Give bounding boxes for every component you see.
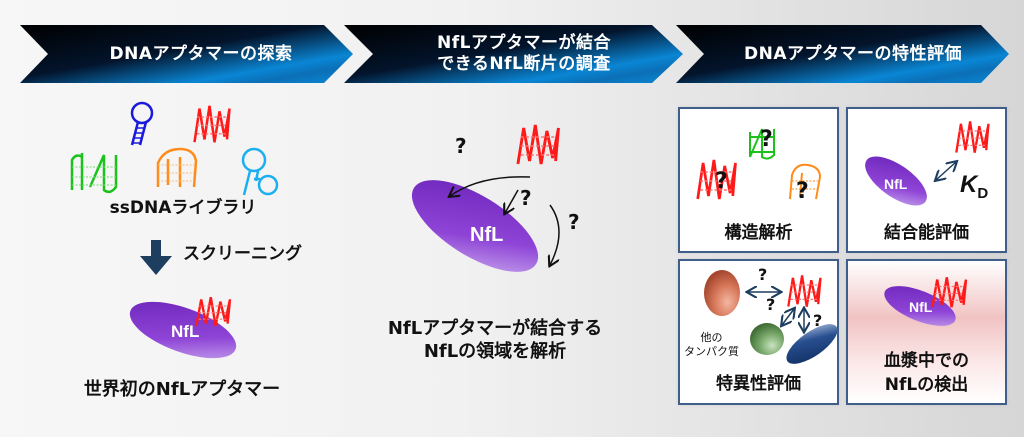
plasma-detection-box: NfL 血漿中での NfLの検出	[846, 259, 1007, 405]
binding-arrow	[505, 189, 519, 213]
binding-arrow	[450, 176, 531, 196]
step-banner-1: DNAアプタマーの探索	[20, 25, 354, 83]
other-proteins-label: 他の タンパク質	[684, 331, 739, 358]
binding-arrow	[550, 204, 560, 265]
g-quadruplex-aptamer-icon	[749, 128, 775, 160]
question-mark: ?	[758, 265, 768, 284]
g-quadruplex-aptamer-icon	[193, 104, 231, 144]
chevron-banner-shape	[20, 25, 353, 83]
kd-symbol: K	[960, 171, 978, 198]
binding-region-caption: NfLアプタマーが結合する NfLの領域を解析	[387, 318, 603, 362]
screening-label: スクリーニング	[183, 244, 302, 264]
kd-label: KD	[960, 171, 988, 202]
structure-analysis-label: 構造解析	[724, 223, 793, 243]
question-mark: ?	[568, 210, 580, 234]
nfl-protein-shape	[411, 180, 539, 272]
other-protein-shape	[786, 324, 837, 364]
aptamer-icon	[955, 120, 990, 154]
down-arrow-icon	[140, 240, 172, 275]
nfl-label: NfL	[171, 322, 200, 341]
g-quadruplex-aptamer-icon	[70, 153, 118, 194]
step-banner-title: NfLアプタマーが結合 できるNfL断片の調査	[437, 33, 611, 74]
question-mark: ?	[520, 186, 532, 210]
kd-subscript: D	[977, 184, 989, 202]
aptamer-icon	[787, 274, 822, 308]
question-mark: ?	[715, 169, 728, 194]
question-mark: ?	[796, 179, 809, 204]
aptamer-icon	[516, 123, 560, 166]
world-first-aptamer-caption: 世界初のNfLアプタマー	[83, 379, 281, 400]
question-mark: ?	[455, 134, 467, 158]
step-banner-title: DNAアプタマーの探索	[109, 43, 293, 64]
question-mark: ?	[766, 295, 776, 314]
g-quadruplex-aptamer-icon	[156, 147, 198, 188]
double-arrow-icon	[782, 309, 794, 325]
nfl-protein-shape	[884, 286, 956, 326]
chevron-banner-shape	[344, 25, 683, 83]
question-mark: ?	[760, 127, 773, 152]
binding-ability-label: 結合能評価	[884, 223, 969, 243]
other-protein-shape	[704, 270, 740, 316]
specificity-illustration	[704, 270, 837, 364]
specificity-label: 特異性評価	[716, 374, 801, 394]
binding-region-illustration	[411, 123, 560, 272]
nfl-label: NfL	[909, 299, 933, 315]
ssdna-library-illustration	[70, 101, 279, 196]
chevron-banner-shape	[676, 25, 1009, 83]
double-arrow-icon	[936, 162, 956, 180]
hairpin-aptamer-icon	[241, 147, 279, 196]
plasma-detection-label: 血漿中での NfLの検出	[884, 351, 969, 395]
kd-binding-illustration	[865, 120, 990, 206]
nfl-label: NfL	[470, 224, 504, 246]
aptamer-structures-illustration	[696, 128, 822, 201]
nfl-protein-shape	[865, 156, 927, 206]
question-mark: ?	[813, 311, 823, 330]
other-protein-shape	[750, 323, 784, 355]
nfl-protein-shape	[129, 301, 237, 359]
binding-ability-box: NfL KD 結合能評価	[846, 107, 1007, 253]
step-banner-2: NfLアプタマーが結合 できるNfL断片の調査	[344, 25, 684, 83]
nfl-aptamer-complex-illustration	[129, 296, 237, 359]
nfl-label: NfL	[884, 176, 908, 192]
plasma-nfl-illustration	[884, 276, 968, 326]
step-banner-title: DNAアプタマーの特性評価	[744, 43, 962, 64]
ssdna-library-label: ssDNAライブラリ	[109, 198, 257, 218]
specificity-box: ? ? ? 他の タンパク質 特異性評価	[678, 259, 839, 405]
structure-analysis-box: ? ? ? 構造解析	[678, 107, 839, 253]
g-quadruplex-aptamer-icon	[789, 163, 822, 200]
hairpin-aptamer-icon	[130, 101, 154, 146]
step-banner-3: DNAアプタマーの特性評価	[676, 25, 1010, 83]
